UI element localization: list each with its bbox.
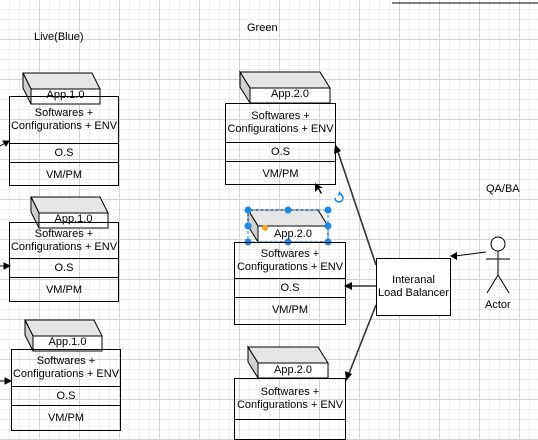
actor-to-lb-arrow bbox=[450, 251, 487, 260]
vm-layer: VM/PM bbox=[45, 169, 83, 181]
mouse-cursor-icon bbox=[315, 183, 323, 194]
actor-label: Actor bbox=[485, 299, 511, 311]
green-app-label-2: App.2.0 bbox=[274, 228, 312, 240]
top-clipped-text: ssh bbox=[452, 0, 468, 2]
diagram-canvas[interactable] bbox=[0, 0, 538, 417]
blue-app-label-1: App.1.0 bbox=[46, 89, 85, 101]
vm-layer: VM/PM bbox=[271, 304, 309, 316]
green-app-label-1: App.2.0 bbox=[271, 88, 309, 100]
lb-to-green-2-arrow bbox=[344, 282, 376, 290]
vm-layer: VM/PM bbox=[262, 168, 299, 180]
os-layer: O.S bbox=[226, 143, 335, 162]
vm-layer: VM/PM bbox=[47, 412, 85, 424]
rotate-handle-icon[interactable] bbox=[333, 191, 345, 204]
os-layer: O.S bbox=[10, 144, 118, 163]
blue-app-label-3: App.1.0 bbox=[48, 336, 87, 348]
os-layer: O.S bbox=[235, 279, 345, 298]
blue-server-stack-3[interactable]: Softwares + Configurations + ENV O.S VM/… bbox=[11, 349, 121, 431]
software-layer: Softwares + Configurations + ENV bbox=[10, 97, 118, 144]
green-app-cube-2-selected[interactable] bbox=[247, 208, 329, 244]
software-layer: Softwares + Configurations + ENV bbox=[12, 350, 120, 387]
green-server-stack-2[interactable]: Softwares + Configurations + ENV O.S VM/… bbox=[234, 242, 346, 325]
live-blue-label: Live(Blue) bbox=[34, 31, 84, 43]
blue-server-stack-2[interactable]: Softwares + Configurations + ENV O.S VM/… bbox=[9, 222, 119, 302]
green-label: Green bbox=[247, 22, 278, 34]
os-layer: O.S bbox=[12, 387, 120, 406]
green-server-stack-3[interactable]: Softwares + Configurations + ENV bbox=[234, 378, 346, 440]
software-layer: Softwares + Configurations + ENV bbox=[235, 379, 345, 420]
software-layer: Softwares + Configurations + ENV bbox=[226, 104, 335, 143]
software-layer: Softwares + Configurations + ENV bbox=[235, 243, 345, 279]
green-app-cube-1[interactable] bbox=[239, 70, 331, 105]
os-layer: O.S bbox=[10, 259, 118, 278]
qa-ba-label: QA/BA bbox=[486, 183, 520, 195]
blue-incoming-arrows bbox=[0, 140, 13, 385]
software-layer: Softwares + Configurations + ENV bbox=[10, 223, 118, 259]
green-server-stack-1[interactable]: Softwares + Configurations + ENV O.S VM/… bbox=[225, 103, 336, 185]
internal-load-balancer[interactable]: Interanal Load Balancer bbox=[376, 258, 451, 316]
actor-icon[interactable] bbox=[486, 236, 510, 294]
vm-layer: VM/PM bbox=[45, 284, 83, 296]
blue-server-stack-1[interactable]: Softwares + Configurations + ENV O.S VM/… bbox=[9, 96, 119, 186]
blue-app-cube-3[interactable] bbox=[24, 319, 103, 352]
blue-app-cube-2[interactable] bbox=[30, 196, 109, 229]
green-app-label-3: App.2.0 bbox=[274, 364, 312, 376]
lb-to-green-3-arrow bbox=[345, 304, 377, 381]
